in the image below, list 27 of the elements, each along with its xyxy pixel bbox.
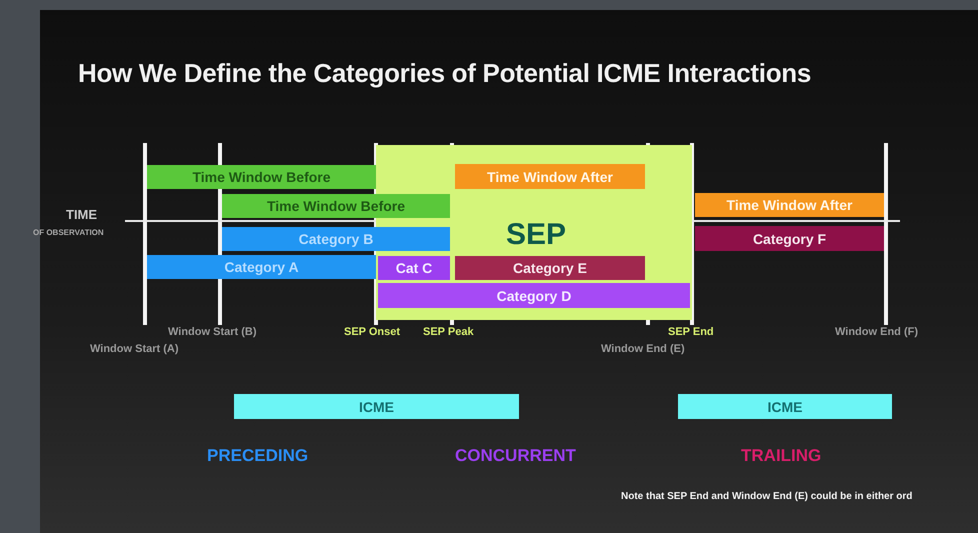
marker-label: Window Start (A)	[90, 343, 178, 355]
region-label: SEP	[506, 218, 566, 252]
category-bar: Category E	[455, 256, 645, 280]
time-window-bar: Time Window Before	[147, 165, 376, 189]
marker-label: Window End (E)	[601, 343, 685, 355]
time-window-bar: Time Window After	[695, 193, 884, 217]
marker-label: Window Start (B)	[168, 326, 256, 338]
category-group-label: CONCURRENT	[455, 446, 576, 466]
icme-bar: ICME	[234, 394, 519, 419]
title: How We Define the Categories of Potential ICME Interactions	[78, 58, 812, 89]
marker-label: SEP End	[668, 326, 714, 338]
marker-label: SEP Peak	[423, 326, 474, 338]
axis-label: OF OBSERVATION	[33, 228, 104, 237]
time-window-bar: Time Window After	[455, 164, 645, 189]
marker-label: Window End (F)	[835, 326, 918, 338]
category-bar: Category B	[222, 227, 450, 251]
category-bar: Category F	[695, 226, 884, 251]
category-group-label: TRAILING	[741, 446, 822, 466]
time-window-bar: Time Window Before	[222, 194, 450, 218]
category-bar: Category A	[147, 255, 376, 279]
note: Note that SEP End and Window End (E) could be in either ord	[621, 491, 912, 502]
icme-bar: ICME	[678, 394, 892, 419]
category-group-label: PRECEDING	[207, 446, 308, 466]
category-bar: Category D	[378, 283, 690, 308]
category-bar: Cat C	[378, 256, 450, 280]
axis-label: TIME	[66, 207, 98, 222]
marker-label: SEP Onset	[344, 326, 400, 338]
